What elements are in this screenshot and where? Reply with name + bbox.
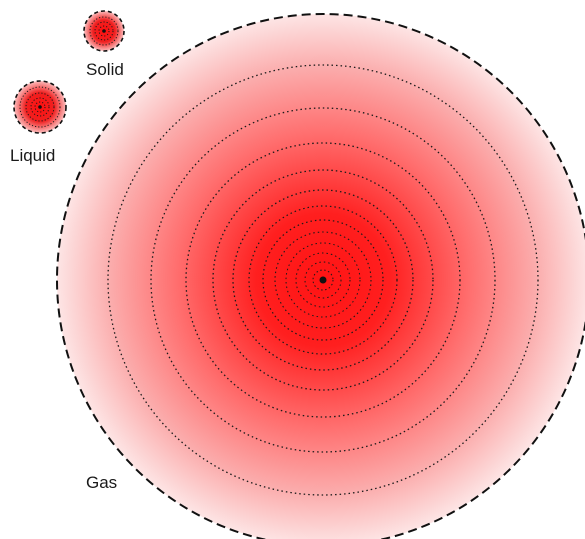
gas-density-contour (295, 252, 351, 308)
gas-density-contour (150, 107, 496, 453)
gas-density-contour (248, 205, 398, 355)
liquid-label: Liquid (10, 146, 56, 165)
gas-density-contour (285, 242, 361, 318)
gas-density-contour (262, 219, 384, 341)
gas-label: Gas (86, 473, 118, 492)
gas-density-contour (232, 189, 414, 371)
gas-nucleus-dot (319, 276, 327, 284)
gas-density-contour (212, 169, 434, 391)
solid-nucleus-dot (102, 29, 106, 33)
solid-density-contour (89, 16, 119, 46)
gas-density-contour (312, 269, 334, 291)
liquid-density-contour (30, 97, 50, 117)
solid-boundary (83, 10, 125, 52)
solid-density-contour (94, 21, 114, 41)
gas-boundary (56, 13, 585, 539)
gas-density-contour (274, 231, 372, 329)
liquid-boundary (13, 80, 67, 134)
solid-label: Solid (86, 60, 124, 79)
gas-density-contour (185, 142, 461, 418)
solid-density-contour (98, 25, 110, 37)
gas-density-contour (107, 64, 539, 496)
gas-body (57, 14, 585, 539)
liquid-sphere (13, 80, 67, 134)
liquid-nucleus-dot (38, 105, 42, 109)
liquid-density-contour (19, 86, 61, 128)
liquid-density-contour (25, 92, 55, 122)
liquid-density-contour (34, 101, 46, 113)
solid-sphere (83, 10, 125, 52)
gas-density-contour (304, 261, 342, 299)
gas-sphere (56, 13, 585, 539)
